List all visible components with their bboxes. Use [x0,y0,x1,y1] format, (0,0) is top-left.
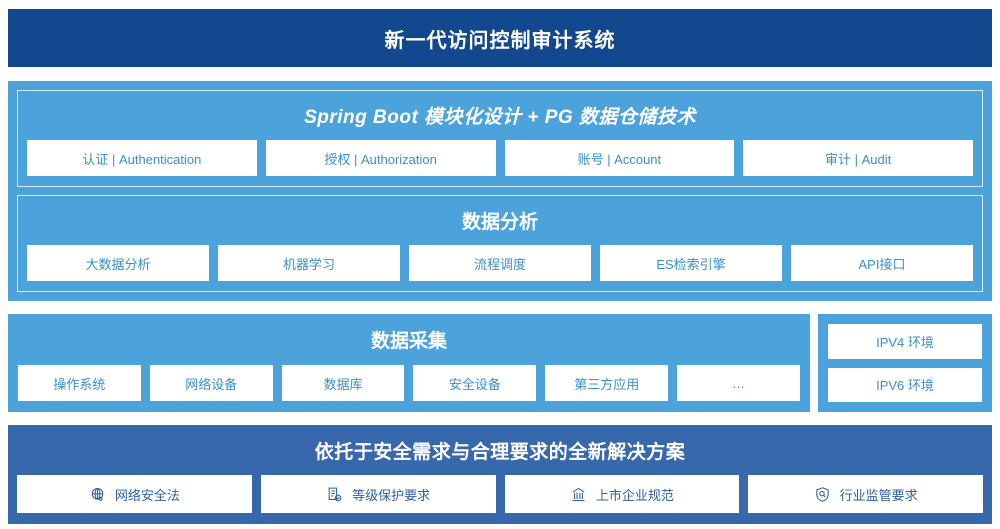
collection-item-third-party-app[interactable]: 第三方应用 [545,365,669,401]
platform-item-audit[interactable]: 审计 | Audit [743,140,973,176]
platform-item-authentication[interactable]: 认证 | Authentication [27,140,257,176]
collection-item-database[interactable]: 数据库 [281,365,405,401]
solution-section: 依托于安全需求与合理要求的全新解决方案 网络安全法 [8,425,992,524]
platform-item-account[interactable]: 账号 | Account [504,140,735,176]
platform-item-authorization[interactable]: 授权 | Authorization [265,140,496,176]
bank-icon [570,486,587,503]
platform-group-data-analysis: 数据分析 大数据分析 机器学习 流程调度 ES检索引擎 API接口 [17,195,983,292]
shield-search-icon [814,486,831,503]
document-check-icon [326,486,343,503]
environment-panel: IPV4 环境 IPV6 环境 [818,314,992,412]
analysis-item-machine-learning[interactable]: 机器学习 [218,245,400,281]
solution-item-cybersecurity-law[interactable]: 网络安全法 [17,475,252,513]
solution-item-label: 行业监管要求 [839,487,918,503]
collection-item-network-device[interactable]: 网络设备 [149,365,273,401]
collection-item-security-device[interactable]: 安全设备 [413,365,537,401]
collection-item-operating-system[interactable]: 操作系统 [18,365,141,401]
analysis-item-api[interactable]: API接口 [791,245,973,281]
collection-title: 数据采集 [370,331,447,352]
collection-main-panel: 数据采集 操作系统 网络设备 数据库 安全设备 第三方应用 … [8,314,810,412]
collection-item-row: 操作系统 网络设备 数据库 安全设备 第三方应用 … [18,365,800,401]
group-title-data-analysis: 数据分析 [461,212,538,233]
header-bar: 新一代访问控制审计系统 [8,9,992,67]
globe-icon [89,486,106,503]
analysis-item-process-scheduling[interactable]: 流程调度 [409,245,591,281]
analysis-item-es-search[interactable]: ES检索引擎 [600,245,782,281]
solution-item-listed-enterprise-norms[interactable]: 上市企业规范 [504,475,740,513]
platform-group-springboot: Spring Boot 模块化设计 + PG 数据仓储技术 认证 | Authe… [17,90,983,187]
solution-item-classified-protection[interactable]: 等级保护要求 [260,475,496,513]
environment-item-ipv4[interactable]: IPV4 环境 [828,324,982,359]
collection-item-more[interactable]: … [677,365,800,401]
springboot-item-row: 认证 | Authentication 授权 | Authorization 账… [27,140,973,176]
solution-item-label: 等级保护要求 [352,487,431,503]
solution-title: 依托于安全需求与合理要求的全新解决方案 [314,442,686,463]
solution-item-label: 网络安全法 [114,487,180,503]
group-title-springboot: Spring Boot 模块化设计 + PG 数据仓储技术 [304,107,696,128]
data-analysis-item-row: 大数据分析 机器学习 流程调度 ES检索引擎 API接口 [27,245,973,281]
solution-item-label: 上市企业规范 [595,487,674,503]
page-title: 新一代访问控制审计系统 [384,29,616,52]
platform-section: Spring Boot 模块化设计 + PG 数据仓储技术 认证 | Authe… [8,81,992,301]
environment-item-ipv6[interactable]: IPV6 环境 [828,367,982,402]
collection-section: 数据采集 操作系统 网络设备 数据库 安全设备 第三方应用 … IPV4 环境 … [8,314,992,412]
analysis-item-big-data[interactable]: 大数据分析 [27,245,209,281]
architecture-diagram: 新一代访问控制审计系统 Spring Boot 模块化设计 + PG 数据仓储技… [0,9,1000,529]
solution-item-industry-regulation[interactable]: 行业监管要求 [748,475,983,513]
solution-item-row: 网络安全法 等级保护要求 [17,475,983,513]
